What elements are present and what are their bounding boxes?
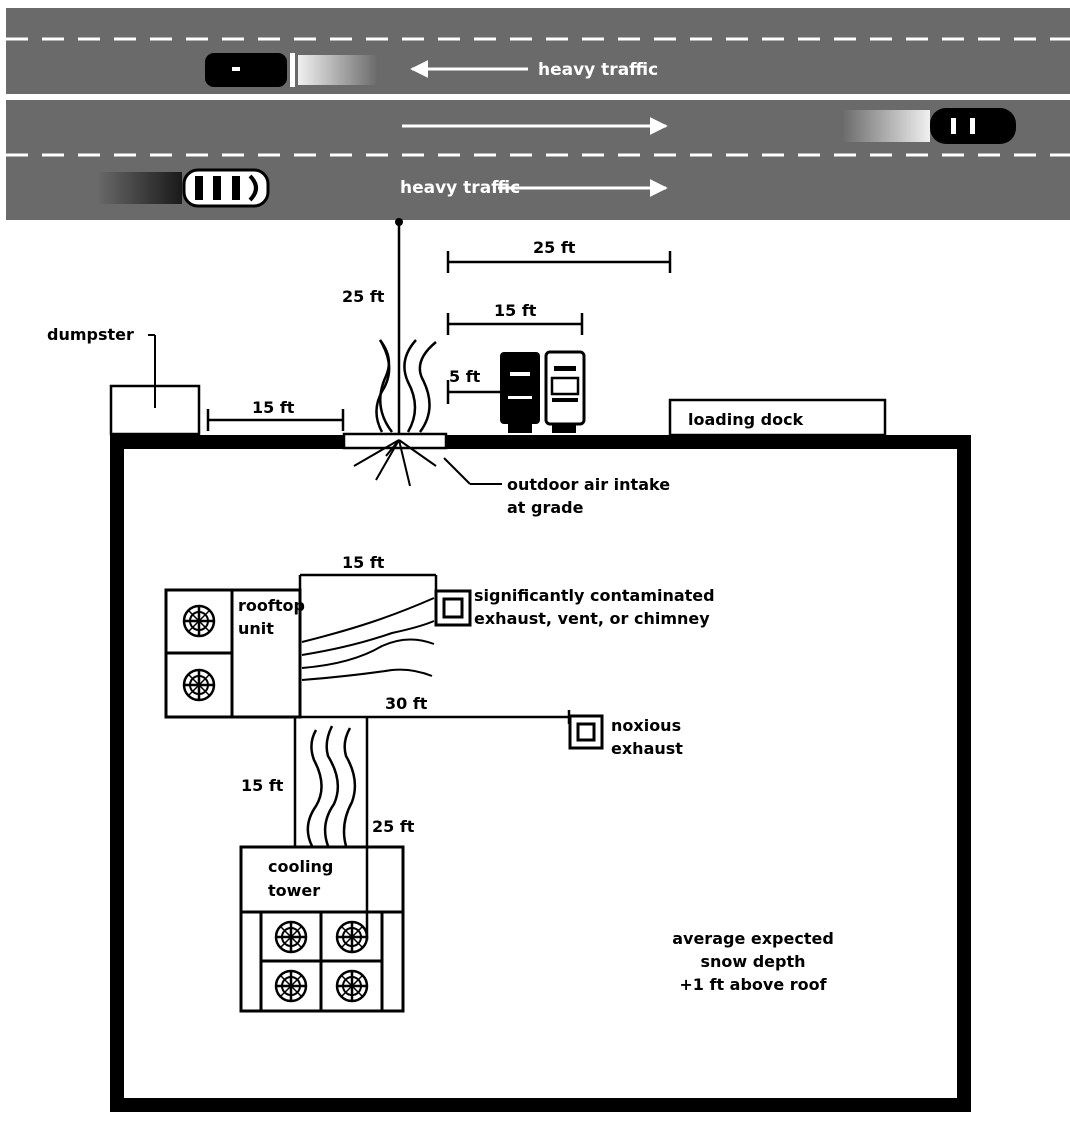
dim-rooftop-noxious-label: 30 ft bbox=[385, 694, 428, 713]
cooling-plume bbox=[306, 725, 357, 847]
air-intake-label-2: at grade bbox=[507, 498, 584, 517]
cooling-tower-label-2: tower bbox=[268, 881, 320, 900]
intake-plume bbox=[375, 339, 437, 433]
dim-rooftop-contaminated: 15 ft bbox=[298, 553, 438, 717]
vehicle-left-lane bbox=[205, 53, 378, 87]
traffic-label-top: heavy traffic bbox=[538, 60, 658, 80]
dim-dumpster-intake-label: 15 ft bbox=[252, 398, 295, 417]
fan-icon bbox=[274, 969, 308, 1003]
rooftop-unit bbox=[164, 588, 302, 719]
dim-rooftop-noxious: 30 ft bbox=[300, 694, 571, 724]
dim-vehicle-clearance-label: 15 ft bbox=[494, 301, 537, 320]
dim-road-intake-label: 25 ft bbox=[342, 287, 385, 306]
snow-depth-label-3: +1 ft above roof bbox=[679, 975, 827, 994]
dim-rooftop-cooling: 15 ft bbox=[241, 717, 297, 847]
contaminated-exhaust-label-2: exhaust, vent, or chimney bbox=[474, 609, 710, 628]
snow-depth-label-2: snow depth bbox=[700, 952, 805, 971]
vehicle-middle-lane bbox=[842, 108, 1016, 144]
rooftop-unit-label-1: rooftop bbox=[238, 596, 305, 615]
fan-icon bbox=[335, 920, 369, 954]
parked-vehicle-light bbox=[544, 350, 586, 433]
traffic-label-bottom: heavy traffic bbox=[400, 178, 520, 198]
dim-road-clearance: 25 ft bbox=[446, 238, 672, 273]
dim-vehicle-gap: 5 ft bbox=[446, 367, 500, 404]
fan-icon bbox=[335, 969, 369, 1003]
dim-rooftop-cooling-alt: 25 ft bbox=[365, 717, 415, 940]
contaminated-exhaust-label-1: significantly contaminated bbox=[474, 586, 715, 605]
noxious-exhaust-icon bbox=[568, 714, 604, 750]
rooftop-unit-label-2: unit bbox=[238, 619, 274, 638]
loading-dock-label: loading dock bbox=[688, 410, 804, 429]
dim-rooftop-cooling-alt-label: 25 ft bbox=[372, 817, 415, 836]
air-intake-icon bbox=[342, 432, 448, 487]
fan-icon bbox=[274, 920, 308, 954]
rooftop-intake-plume bbox=[301, 597, 435, 681]
dim-rooftop-contaminated-label: 15 ft bbox=[342, 553, 385, 572]
snow-depth-label-1: average expected bbox=[672, 929, 834, 948]
contaminated-exhaust-icon bbox=[434, 589, 472, 627]
cooling-tower-label-1: cooling bbox=[268, 857, 333, 876]
road-median bbox=[6, 94, 1070, 100]
road: heavy traffic heavy traffic bbox=[6, 8, 1070, 220]
dim-vehicle-clearance: 15 ft bbox=[446, 301, 584, 335]
parked-vehicle-dark bbox=[500, 352, 540, 433]
dumpster-label: dumpster bbox=[47, 325, 134, 344]
dim-road-clearance-label: 25 ft bbox=[533, 238, 576, 257]
noxious-exhaust-label-1: noxious bbox=[611, 716, 681, 735]
noxious-exhaust-label-2: exhaust bbox=[611, 739, 683, 758]
intake-leader bbox=[443, 457, 471, 485]
cooling-tower bbox=[239, 845, 405, 1013]
dim-rooftop-cooling-label: 15 ft bbox=[241, 776, 284, 795]
fan-icon bbox=[182, 604, 216, 638]
fan-icon bbox=[182, 668, 216, 702]
dim-dumpster-intake: 15 ft bbox=[206, 398, 345, 431]
building-roof-outline bbox=[110, 435, 971, 1112]
air-intake-label-1: outdoor air intake bbox=[507, 475, 670, 494]
loading-dock-box bbox=[668, 398, 887, 437]
vehicle-bottom-lane bbox=[96, 168, 270, 208]
dim-vehicle-gap-label: 5 ft bbox=[449, 367, 481, 386]
dim-road-intake: 25 ft bbox=[342, 218, 403, 436]
